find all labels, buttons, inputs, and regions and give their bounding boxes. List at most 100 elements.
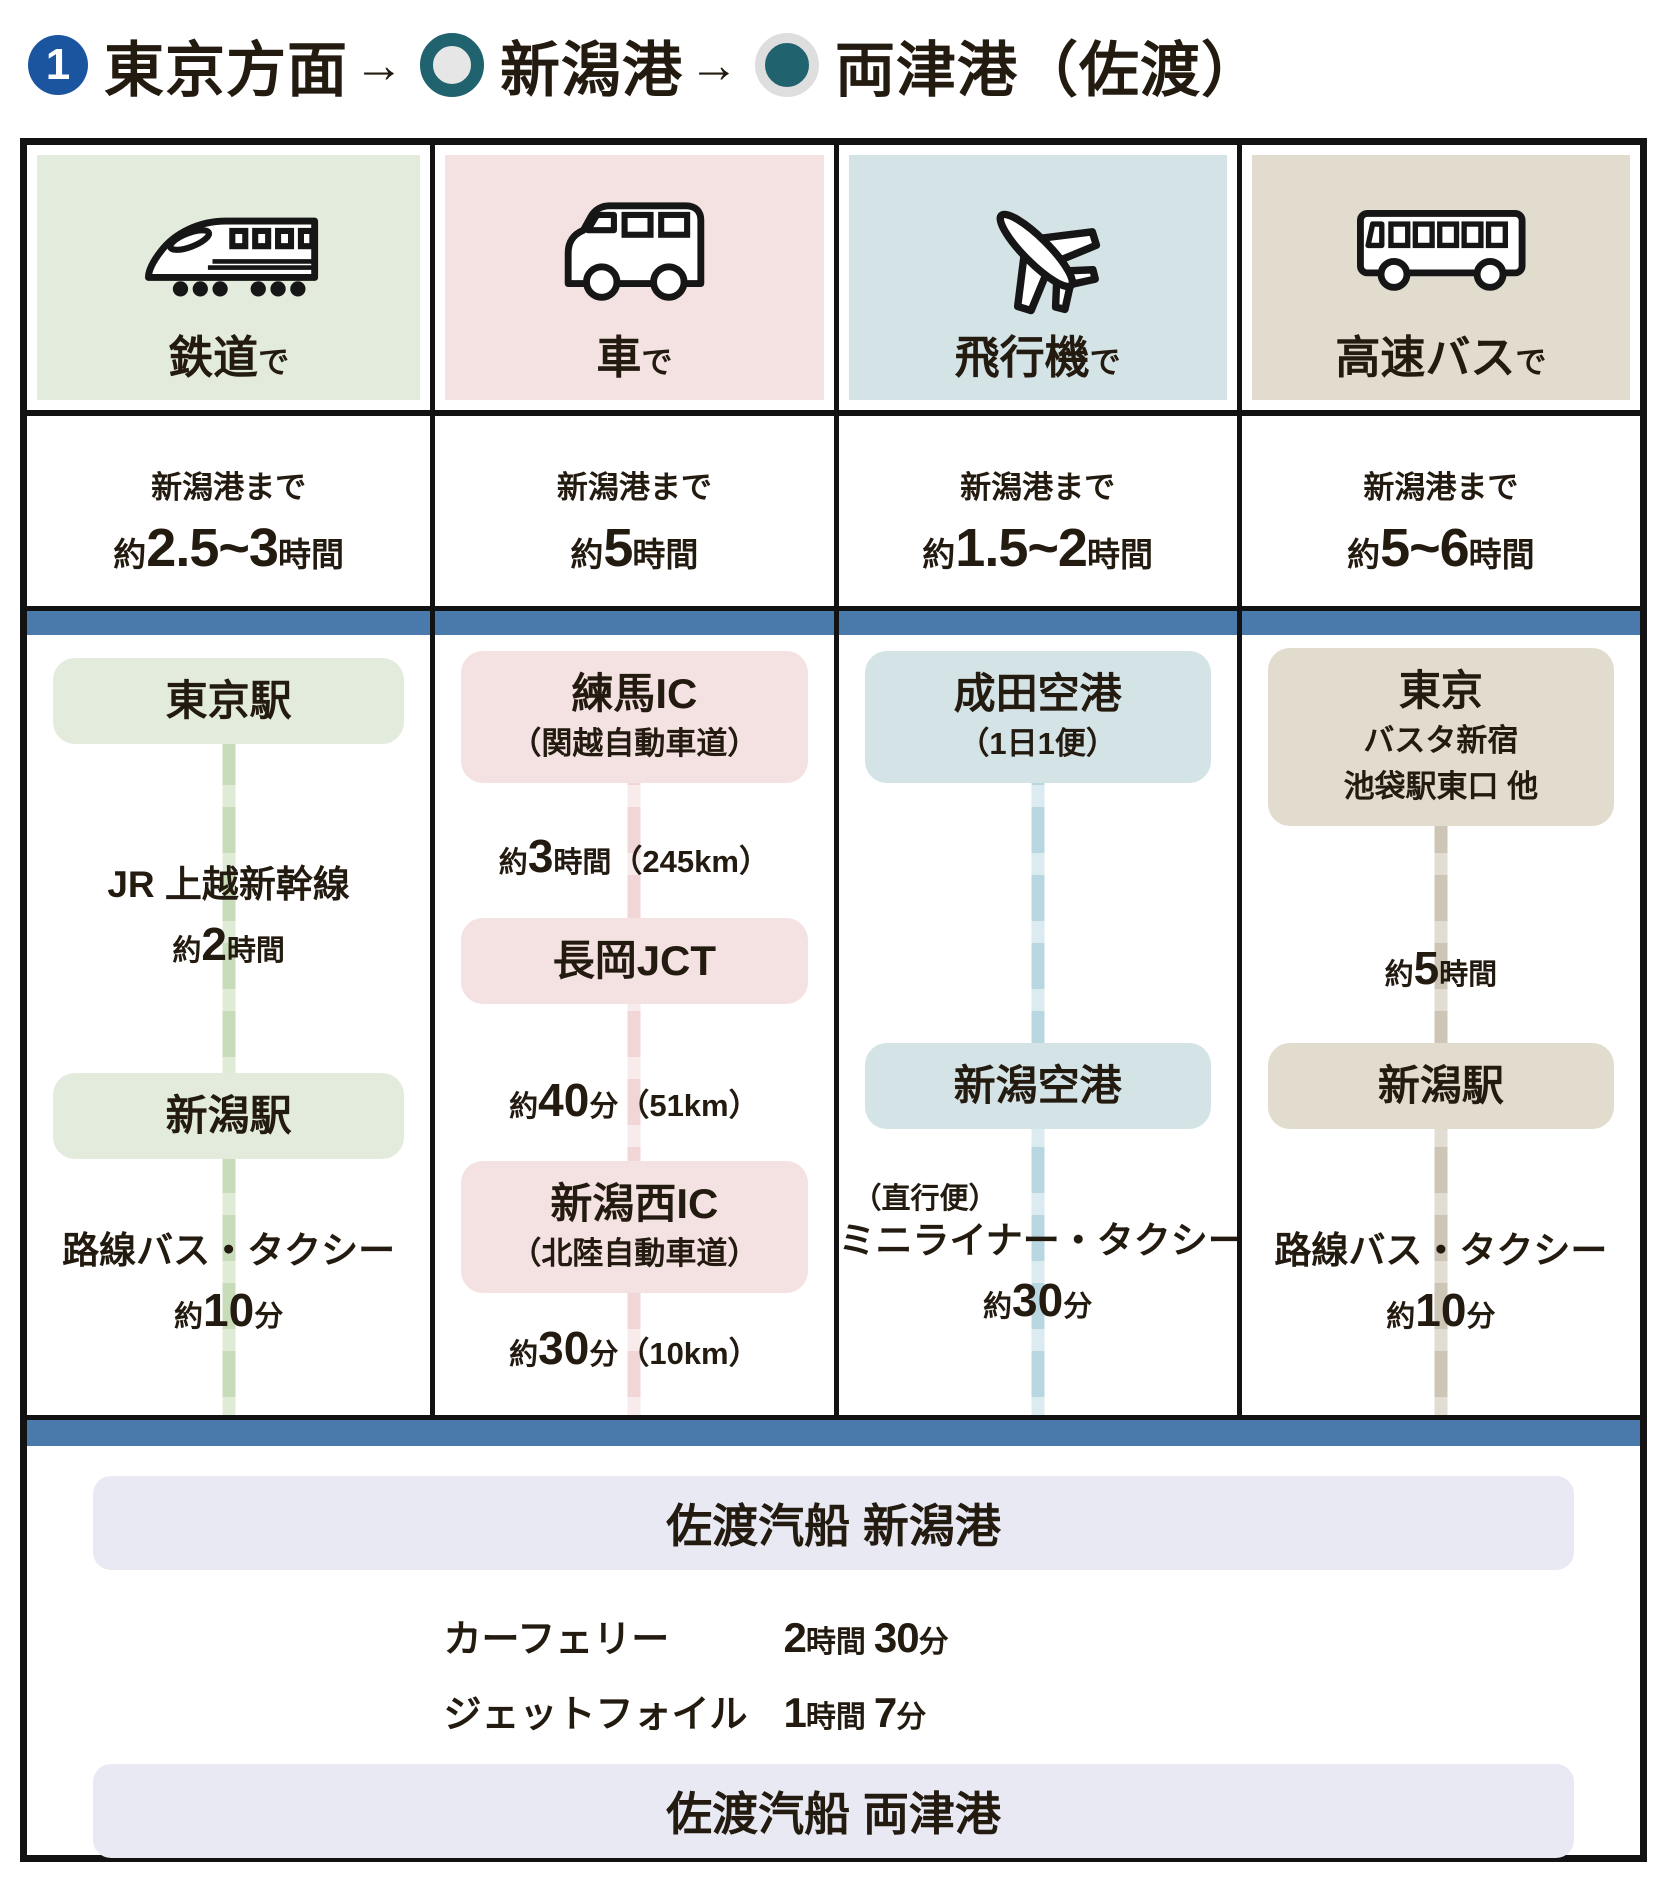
column-header-bus: 高速バスで bbox=[1236, 145, 1640, 410]
route-node-title: 東京駅 bbox=[165, 677, 292, 724]
section-number-badge: 1 bbox=[28, 35, 88, 95]
time-number: 40 bbox=[538, 1074, 590, 1126]
time-unit: 時間 bbox=[226, 935, 285, 968]
time-number: 2.5~3 bbox=[146, 518, 279, 578]
title-from: 東京方面 bbox=[104, 36, 348, 104]
time-unit: 分 bbox=[589, 1091, 619, 1123]
route-node: 東京駅 bbox=[53, 658, 405, 745]
route-node: 長岡JCT bbox=[461, 918, 808, 1005]
title-to: 両津港（佐渡） bbox=[835, 36, 1262, 104]
column-header-car: 車で bbox=[430, 145, 833, 410]
port-filled-circle-icon bbox=[755, 33, 819, 97]
time-number: 2 bbox=[783, 1614, 807, 1661]
route-leg: 約5時間 bbox=[1242, 933, 1640, 995]
time-unit: 分 bbox=[1466, 1301, 1496, 1334]
time-number: 1.5~2 bbox=[955, 518, 1088, 578]
time-unit: 時間 bbox=[632, 536, 699, 573]
time-unit: 時間 bbox=[1468, 536, 1535, 573]
port-open-circle-icon bbox=[420, 33, 484, 97]
route-leg-time: 約3時間（245km） bbox=[435, 829, 833, 883]
route-leg-time: 約40分（51km） bbox=[435, 1073, 833, 1127]
time-approx: 約 bbox=[570, 536, 604, 573]
route-leg: 路線バス・タクシー約10分 bbox=[27, 1227, 430, 1337]
route-leg-time: 約2時間 bbox=[27, 917, 430, 971]
route-node-title: 新潟西IC bbox=[550, 1180, 719, 1227]
route-leg-name: ミニライナー・タクシー bbox=[838, 1220, 1237, 1261]
route-leg: 約30分（10km） bbox=[435, 1313, 833, 1375]
route-node-title: 新潟駅 bbox=[1377, 1062, 1504, 1109]
column-label-text: 車 bbox=[596, 332, 642, 383]
route-node-title: 練馬IC bbox=[571, 670, 698, 717]
route-node: 新潟駅 bbox=[1267, 1043, 1614, 1130]
route-node: 新潟西IC （北陸自動車道） bbox=[461, 1161, 808, 1294]
column-label: 飛行機で bbox=[955, 335, 1121, 400]
time-unit: 時間 bbox=[277, 536, 344, 573]
access-duration: 約2.5~3時間 bbox=[27, 517, 430, 579]
route-node-subtitle: （1日1便） bbox=[958, 726, 1117, 762]
time-approx: 約 bbox=[509, 1091, 539, 1123]
access-destination: 新潟港まで bbox=[556, 470, 712, 505]
time-approx: 約 bbox=[1384, 959, 1414, 991]
time-number: 1 bbox=[783, 1689, 807, 1736]
column-header-box: 高速バスで bbox=[1251, 155, 1630, 400]
route-leg: 約40分（51km） bbox=[435, 1065, 833, 1127]
access-time-bus: 新潟港まで約5~6時間 bbox=[1236, 410, 1640, 606]
route-node-title: 長岡JCT bbox=[552, 937, 717, 984]
route-leg: （直行便）ミニライナー・タクシー約30分 bbox=[839, 1175, 1237, 1327]
route-node-title: 新潟空港 bbox=[953, 1062, 1122, 1109]
route-node: 東京バスタ新宿池袋駅東口 他 bbox=[1267, 648, 1614, 827]
column-label-suffix: で bbox=[1515, 345, 1547, 380]
access-duration: 約1.5~2時間 bbox=[839, 517, 1237, 579]
port-divider-bar bbox=[430, 606, 834, 635]
title-arrow: → bbox=[689, 37, 739, 93]
route-node: 練馬IC（関越自動車道） bbox=[461, 651, 808, 784]
access-duration: 約5~6時間 bbox=[1242, 517, 1640, 579]
column-label-text: 飛行機 bbox=[954, 332, 1090, 383]
route-bus: 東京バスタ新宿池袋駅東口 他約5時間新潟駅路線バス・タクシー約10分 bbox=[1236, 635, 1640, 1415]
route-node-subtitle: バスタ新宿 bbox=[1363, 723, 1519, 759]
route-leg-name: JR 上越新幹線 bbox=[107, 864, 350, 905]
route-leg-name: 路線バス・タクシー bbox=[62, 1230, 396, 1271]
route-leg-time: 約30分 bbox=[839, 1273, 1237, 1327]
column-label: 車で bbox=[596, 335, 672, 400]
time-unit: 時間 bbox=[1439, 959, 1498, 991]
time-unit: 分 bbox=[1063, 1291, 1093, 1324]
time-number: 30 bbox=[538, 1322, 590, 1374]
time-approx: 約 bbox=[498, 847, 528, 879]
time-approx: 約 bbox=[172, 935, 202, 968]
column-label-suffix: で bbox=[1089, 345, 1121, 380]
route-node-title: 成田空港 bbox=[953, 670, 1122, 717]
ferry-service-name: カーフェリー bbox=[443, 1619, 670, 1661]
time-unit: 時間 bbox=[805, 1701, 866, 1734]
time-number: 7 bbox=[873, 1689, 897, 1736]
column-header-box: 飛行機で bbox=[848, 155, 1227, 400]
column-header-rail: 鉄道で bbox=[27, 145, 430, 410]
port-divider-bar bbox=[27, 606, 431, 635]
column-label-text: 鉄道 bbox=[168, 332, 259, 383]
route-node: 新潟空港 bbox=[864, 1043, 1211, 1130]
time-approx: 約 bbox=[113, 536, 147, 573]
column-label: 高速バスで bbox=[1335, 335, 1546, 400]
route-leg: 約3時間（245km） bbox=[435, 821, 833, 883]
time-approx: 約 bbox=[509, 1339, 539, 1371]
route-node-subtitle: （北陸自動車道） bbox=[510, 1236, 759, 1272]
time-number: 3 bbox=[527, 830, 554, 882]
time-approx: 約 bbox=[174, 1301, 204, 1334]
time-number: 2 bbox=[201, 918, 227, 971]
ferry-service-name: ジェットフォイル bbox=[443, 1694, 748, 1736]
access-time-rail: 新潟港まで約2.5~3時間 bbox=[27, 410, 431, 606]
time-unit: 時間 bbox=[805, 1626, 866, 1659]
port-divider-bar bbox=[1236, 606, 1640, 635]
access-destination: 新潟港まで bbox=[1363, 470, 1519, 505]
time-unit: 分 bbox=[918, 1626, 949, 1659]
page-title: 1 東京方面 → 新潟港 → 両津港（佐渡） bbox=[0, 0, 1667, 104]
route-node-title: 東京 bbox=[1398, 667, 1483, 714]
access-duration: 約5時間 bbox=[435, 517, 833, 579]
time-unit: 分 bbox=[896, 1701, 927, 1734]
route-leg-time: 約10分 bbox=[27, 1283, 430, 1337]
